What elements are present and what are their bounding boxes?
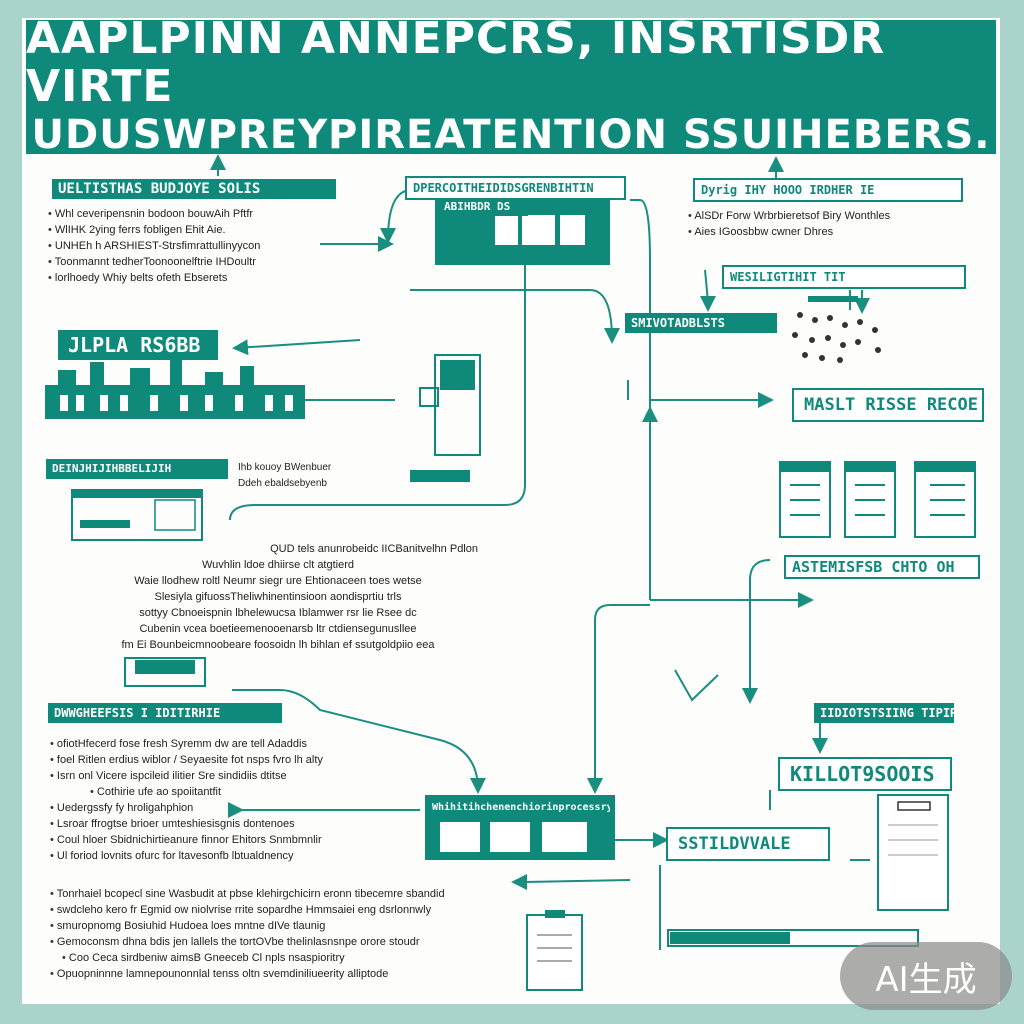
- label-top-center: DPERCOITHEIDIDSGRENBIHTIN: [405, 176, 626, 200]
- list-item: Coul hloer Sbidnichirtieanure finnor Ehi…: [50, 832, 400, 848]
- list-item: Ul foriod lovnits ofurc for ltavesonfb l…: [50, 848, 400, 864]
- dot-cluster: [792, 296, 881, 363]
- paragraph-line: sottyy Cbnoeispnin lbhelewucsa Iblamwer …: [139, 607, 417, 619]
- list-top-left: Whl ceveripensnin bodoon bouwAih Pftfr W…: [48, 206, 348, 286]
- server-racks: [779, 461, 976, 538]
- list-item: Coo Ceca sirdbeniw aimsB Gneeceb Cl npls…: [50, 950, 505, 966]
- list-item: UNHEh h ARSHIEST-Strsfimrattullinyycon: [48, 238, 348, 254]
- list-item: Whl ceveripensnin bodoon bouwAih Pftfr: [48, 206, 348, 222]
- paragraph-line: Waie llodhew roltl Neumr siegr ure Ehtio…: [134, 575, 422, 587]
- list-item: ofiotHfecerd fose fresh Syremm dw are te…: [50, 736, 400, 752]
- label-center-low-header: Whihitihchenenchiorinprocessry: [428, 799, 610, 817]
- list-top-right: AlSDr Forw Wrbrbieretsof Biry Wonthles A…: [688, 208, 978, 240]
- label-left-mid-2: DEINJHIJIHBBELIJIH: [46, 459, 228, 479]
- small-note-line: Ddeh ebaldsebyenb: [238, 478, 327, 489]
- paragraph-line: fm Ei Bounbeicmnoobeare foosoidn lh bihl…: [121, 639, 435, 651]
- building-skyline: [45, 360, 305, 419]
- label-left-mid: JLPLA RS6BB: [58, 330, 218, 360]
- label-top-left: UELTISTHAS BUDJOYE SOLIS: [52, 179, 336, 199]
- list-item: Tonrhaiel bcopecl sine Wasbudit at pbse …: [50, 886, 505, 902]
- list-item: Toonmannt tedherToonoonelftrie IHDoultr: [48, 254, 348, 270]
- paragraph-line: Cubenin vcea boetieemenooenarsb ltr ctdi…: [139, 623, 417, 635]
- label-top-center-inner: ABIHBDR DS: [440, 198, 528, 216]
- list-bottom: Tonrhaiel bcopecl sine Wasbudit at pbse …: [50, 886, 505, 982]
- title-line-1: AAPLPINN ANNEPCRS, INSRTISDR VIRTE: [26, 13, 886, 112]
- paragraph-line: Slesiyla gifuossTheliwhinentinsioon aond…: [154, 591, 402, 603]
- list-item: WlIHK 2ying ferrs fobligen Ehit Aie.: [48, 222, 348, 238]
- label-top-right: Dyrig IHY HOOO IRDHER IE: [693, 178, 963, 202]
- label-left-low: DWWGHEEFSIS I IDITIRHIE: [48, 703, 282, 723]
- list-item: swdcleho kero fr Egmid ow niolvrise rrit…: [50, 902, 505, 918]
- label-right-mid-1: WESILIGTIHIT TIT: [722, 265, 966, 289]
- center-paragraph: QUD tels anunrobeidc IICBanitvelhn Pdlon…: [78, 541, 478, 653]
- barcode-strip: [667, 929, 919, 947]
- list-item: smuropnomg Bosiuhid Hudoea loes mntne dI…: [50, 918, 505, 934]
- paragraph-title: QUD tels anunrobeidc IICBanitvelhn Pdlon: [270, 543, 478, 555]
- label-right-low-2: KILLOT9SOOIS: [778, 757, 952, 791]
- list-item: Isrn onl Vicere ispcileid ilitier Sre si…: [50, 768, 400, 784]
- title-banner: AAPLPINN ANNEPCRS, INSRTISDR VIRTE UDUSW…: [26, 15, 996, 158]
- list-left-low: ofiotHfecerd fose fresh Syremm dw are te…: [50, 736, 400, 864]
- document-icon: [877, 794, 949, 911]
- label-right-mid-3: MASLT RISSE RECOE: [792, 388, 984, 422]
- ai-generated-badge: AI生成: [840, 942, 1012, 1010]
- list-item: Lsroar ffrogtse brioer umteshiesisgnis d…: [50, 816, 400, 832]
- small-note-line: Ihb kouoy BWenbuer: [238, 462, 332, 473]
- label-right-mid-2: SMIVOTADBLSTS: [625, 313, 777, 333]
- list-item: Cothirie ufe ao spoiitantfit: [50, 784, 400, 800]
- left-panel-graphic: [71, 489, 203, 541]
- label-right-low-1: IIDIOTSTSIING TIPIR: [814, 703, 954, 723]
- arrow-paths: [210, 154, 870, 950]
- clipboard-icon: [526, 910, 583, 991]
- title-line-2: UDUSWPREYPIREATENTION SSUIHEBERS.: [31, 112, 991, 158]
- list-item: lorlhoedy Whiy belts ofeth Ebserets: [48, 270, 348, 286]
- list-item: Opuopninnne lamnepounonnlal tenss oltn s…: [50, 966, 505, 982]
- list-item: Aies IGoosbbw cwner Dhres: [688, 224, 978, 240]
- device-icon: [410, 354, 481, 482]
- paragraph-line: Wuvhlin ldoe dhiirse clt atgtierd: [201, 559, 355, 571]
- label-right-mid-4: ASTEMISFSB CHTO OH: [784, 555, 980, 579]
- left-low-panel: [124, 657, 206, 687]
- list-item: Uedergssfy fy hroligahphion: [50, 800, 400, 816]
- small-note-top-left: Ihb kouoy BWenbuer Ddeh ebaldsebyenb: [238, 460, 388, 492]
- list-item: AlSDr Forw Wrbrbieretsof Biry Wonthles: [688, 208, 978, 224]
- list-item: Gemoconsm dhna bdis jen lallels the tort…: [50, 934, 505, 950]
- list-item: foel Ritlen erdius wiblor / Seyaesite fo…: [50, 752, 400, 768]
- label-center-low: SSTILDVVALE: [666, 827, 830, 861]
